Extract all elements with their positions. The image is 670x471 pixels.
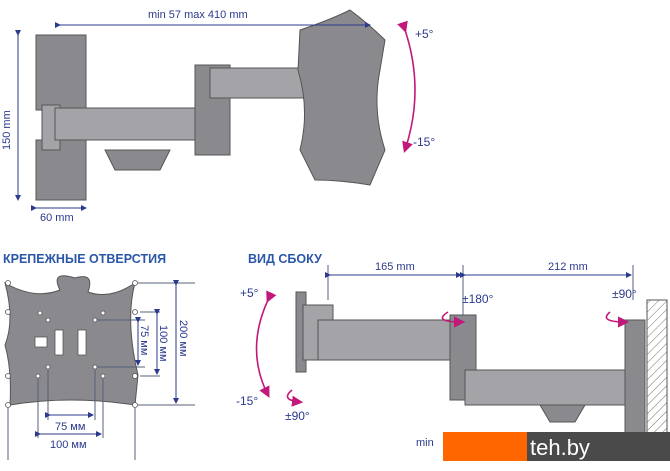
wall-swivel-arrow-icon xyxy=(605,311,630,328)
teh-by-watermark: teh.by xyxy=(443,432,670,461)
mid-swivel-arrow-icon xyxy=(441,311,466,328)
side-view-title: ВИД СБОКУ xyxy=(248,252,322,266)
arm1-length-label: 165 mm xyxy=(375,261,415,273)
mid-swivel-label: ±180° xyxy=(462,292,494,306)
side-tilt-down-label: -15° xyxy=(236,394,258,408)
wall-swivel-label: ±90° xyxy=(612,287,637,301)
arm-2 xyxy=(209,67,311,99)
width-range-label: min 57 max 410 mm xyxy=(148,9,248,21)
height-label: 150 mm xyxy=(1,110,13,150)
watermark-text: teh.by xyxy=(530,435,590,460)
side-view-mount xyxy=(295,291,668,441)
wall-icon xyxy=(646,299,668,441)
vesa-plate xyxy=(297,9,386,186)
mounting-holes-title: КРЕПЕЖНЫЕ ОТВЕРСТИЯ xyxy=(3,252,166,266)
vertical-100-label: 100 мм xyxy=(157,325,169,362)
vertical-200-label: 200 мм xyxy=(177,320,189,357)
head-swivel-label: ±90° xyxy=(285,409,310,423)
mounting-holes xyxy=(5,280,138,408)
horizontal-75-label: 75 мм xyxy=(55,421,85,433)
wall-plate-upper xyxy=(35,34,87,111)
depth-label: 60 mm xyxy=(40,212,74,224)
top-view-mount xyxy=(35,9,386,201)
tilt-down-label: -15° xyxy=(413,135,435,149)
vertical-75-label: 75 мм xyxy=(138,325,150,355)
horizontal-100-label: 100 мм xyxy=(50,439,87,451)
side-tilt-arrow-icon xyxy=(255,290,277,398)
vesa-plate-front xyxy=(4,275,139,406)
arm2-length-label: 212 mm xyxy=(548,261,588,273)
tilt-arrow-icon xyxy=(397,20,416,154)
tilt-up-label: +5° xyxy=(415,27,434,41)
min-label: min xyxy=(416,437,434,449)
head-swivel-arrow-icon xyxy=(286,389,304,407)
arm-base xyxy=(104,149,171,171)
side-tilt-up-label: +5° xyxy=(240,286,259,300)
